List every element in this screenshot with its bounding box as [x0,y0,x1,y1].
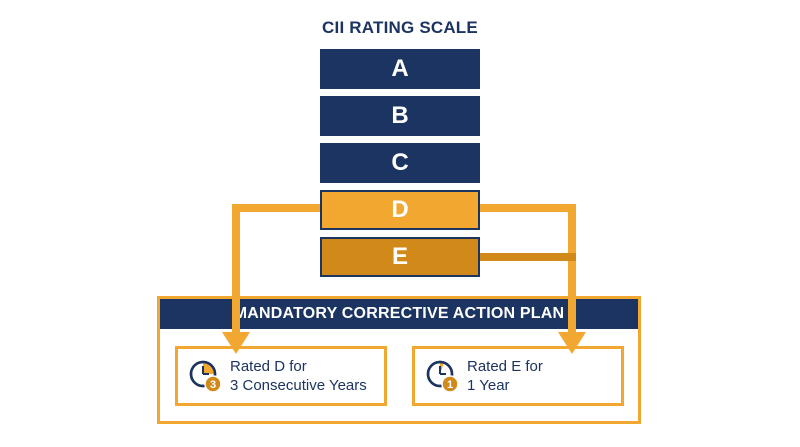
criterion-rated-e: 1 Rated E for 1 Year [412,346,624,406]
rating-a: A [320,49,480,89]
criterion-text: Rated D for 3 Consecutive Years [230,357,367,395]
arrow-d-left-head [222,332,250,354]
clock-badge-number: 1 [447,379,453,391]
arrow-d-left [232,204,320,335]
rating-d: D [320,190,480,230]
criterion-text: Rated E for 1 Year [467,357,543,395]
clock-icon: 1 [426,360,459,393]
criterion-line2: 3 Consecutive Years [230,377,367,394]
clock-icon: 3 [189,360,222,393]
rating-e: E [320,237,480,277]
rating-c: C [320,143,480,183]
criterion-rated-d: 3 Rated D for 3 Consecutive Years [175,346,387,406]
criterion-line2: 1 Year [467,377,510,394]
rating-b: B [320,96,480,136]
criterion-line1: Rated D for [230,358,307,375]
arrow-d-right-head [558,332,586,354]
clock-badge-number: 3 [210,379,216,391]
diagram-title: CII RATING SCALE [322,18,478,37]
arrow-d-right [480,204,576,335]
criterion-line1: Rated E for [467,358,543,375]
